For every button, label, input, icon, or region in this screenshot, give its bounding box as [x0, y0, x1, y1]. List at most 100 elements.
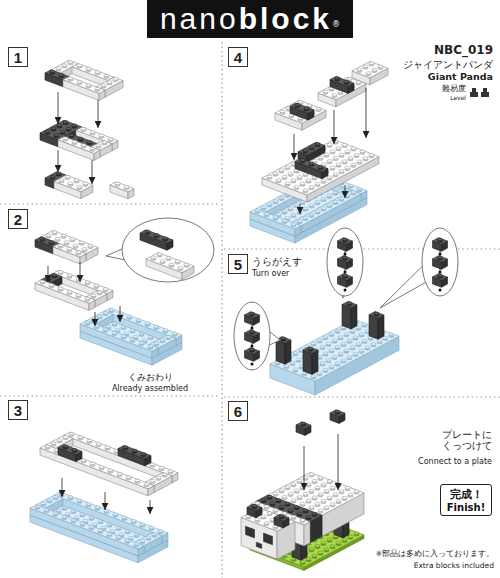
finish-box: 完成！Finish!: [440, 484, 492, 516]
brick-stud: [184, 263, 189, 266]
brick-stud: [62, 64, 67, 67]
brick-stud: [282, 175, 287, 178]
brick-stud: [282, 496, 287, 499]
brick-stud: [309, 506, 314, 509]
brick-stud: [89, 526, 94, 529]
brick-stud: [330, 545, 335, 548]
brick-face: [30, 505, 144, 549]
brick-stud: [99, 134, 104, 137]
brick-stud: [357, 68, 362, 71]
brick-stud: [157, 253, 162, 256]
brick-stud: [103, 312, 108, 315]
brick-stud: [68, 182, 73, 185]
brick-stud: [323, 336, 328, 339]
brick-stud: [80, 522, 85, 525]
brick-stud: [63, 121, 68, 124]
brick-stud: [70, 238, 75, 241]
panda-face: [246, 526, 273, 548]
brick-stud: [335, 346, 340, 349]
brick-stud: [327, 176, 332, 179]
brick-stud: [437, 274, 442, 277]
brick-stud: [312, 480, 317, 483]
brick-stud: [63, 445, 68, 448]
brick-stud: [330, 503, 335, 506]
brick-stud: [318, 166, 323, 169]
brick-stud: [303, 216, 308, 219]
brick-stud: [74, 516, 79, 519]
brick-stud: [69, 134, 74, 137]
brick-stud: [142, 339, 147, 342]
brick-face: [285, 340, 291, 364]
brick-stud: [311, 375, 316, 378]
brick-stud: [338, 336, 343, 339]
brick-face: [342, 301, 357, 308]
brick-face: [35, 283, 89, 310]
brick-stud: [154, 325, 159, 328]
brick-group: [241, 504, 295, 559]
step-number: 6: [234, 403, 242, 420]
assembly-arrow: [62, 478, 63, 497]
stack-dot: [344, 271, 347, 274]
brick-stud: [348, 184, 353, 187]
brick-stud: [61, 234, 66, 237]
brick-face: [275, 100, 326, 123]
brick-stud: [323, 368, 328, 371]
brick-stud: [307, 104, 312, 107]
brick-stud: [74, 179, 79, 182]
brick-stud: [317, 339, 322, 342]
brick-face: [54, 175, 93, 192]
brick-stud: [309, 146, 314, 149]
brick-stud: [324, 153, 329, 156]
brick-stud: [353, 352, 358, 355]
brick-stud: [67, 247, 72, 250]
brick-stud: [151, 256, 156, 259]
brick-stud: [53, 512, 58, 515]
brick-stud: [63, 436, 68, 439]
brick-stud: [279, 505, 284, 508]
brick-stud: [71, 519, 76, 522]
brick-stud: [297, 176, 302, 179]
brick-stud: [273, 216, 278, 219]
logo-text: block: [239, 2, 332, 36]
brick-stud: [315, 201, 320, 204]
brick-stud: [124, 186, 129, 189]
brick-stud: [169, 263, 174, 266]
assembly-arrow: [98, 100, 99, 128]
brick-face: [40, 445, 154, 489]
footnote: Extra blocks included: [414, 562, 494, 571]
brick-stud: [160, 260, 165, 263]
brick-stud: [105, 446, 110, 449]
brick-stud: [81, 127, 86, 130]
brick-group: [352, 61, 388, 84]
brick-stud: [273, 172, 278, 175]
step-number: 4: [234, 49, 242, 66]
brick-stud: [312, 554, 317, 557]
brick-stud: [144, 483, 149, 486]
brick-stud: [316, 107, 321, 110]
brick-stud: [354, 532, 359, 535]
brick-stud: [333, 156, 338, 159]
brick-stud: [267, 175, 272, 178]
brick-face: [118, 445, 151, 458]
brick-group: [45, 172, 93, 199]
brick-stud: [309, 473, 314, 476]
brick-face: [104, 308, 182, 338]
stack-dot: [439, 271, 442, 274]
brick-stud: [347, 339, 352, 342]
brick-group: [433, 274, 448, 288]
brick-stud: [159, 466, 164, 469]
brick-stud: [330, 150, 335, 153]
brick-stud: [65, 513, 70, 516]
brick-stud: [154, 342, 159, 345]
brick-stud: [63, 137, 68, 140]
brick-stud: [130, 338, 135, 341]
brick-stud: [87, 141, 92, 144]
brick-stud: [101, 84, 106, 87]
brick-stud: [85, 297, 90, 300]
brick-stud: [353, 336, 358, 339]
brick-stud: [51, 127, 56, 130]
brick-stud: [284, 365, 289, 368]
brick-stud: [293, 368, 298, 371]
